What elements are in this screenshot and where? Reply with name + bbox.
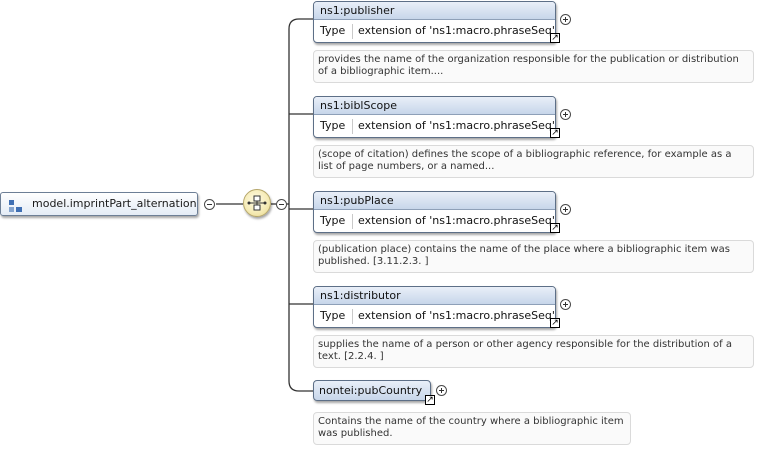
sequence-compositor-icon [247,195,267,211]
type-value: extension of 'ns1:macro.phraseSeq' [358,119,555,132]
element-name: ns1:pubPlace [314,192,555,210]
model-group-icon [9,200,23,212]
element-documentation: Contains the name of the country where a… [313,412,631,445]
collapse-group-button[interactable] [204,199,215,210]
expand-distributor-button[interactable] [560,299,571,310]
sequence-compositor[interactable] [243,189,271,217]
reference-arrow-icon[interactable]: ↗ [425,395,435,405]
type-key: Type [320,119,346,132]
element-type-row: Type extension of 'ns1:macro.phraseSeq' [314,20,555,42]
reference-arrow-icon[interactable]: ↗ [550,318,560,328]
element-type-row: Type extension of 'ns1:macro.phraseSeq' [314,305,555,327]
element-documentation: provides the name of the organization re… [313,50,754,83]
expand-pubcountry-button[interactable] [436,385,447,396]
element-name: ns1:publisher [314,2,555,20]
model-group-box[interactable]: model.imprintPart_alternation [0,192,198,216]
expand-biblscope-button[interactable] [560,109,571,120]
type-key: Type [320,309,346,322]
type-value: extension of 'ns1:macro.phraseSeq' [358,214,555,227]
reference-arrow-icon[interactable]: ↗ [550,223,560,233]
element-publisher[interactable]: ns1:publisher Type extension of 'ns1:mac… [313,1,556,43]
element-name: ns1:biblScope [314,97,555,115]
element-name: ns1:distributor [314,287,555,305]
type-value: extension of 'ns1:macro.phraseSeq' [358,24,555,37]
type-key: Type [320,24,346,37]
type-divider [352,214,353,229]
expand-publisher-button[interactable] [560,14,571,25]
element-type-row: Type extension of 'ns1:macro.phraseSeq' [314,210,555,232]
type-value: extension of 'ns1:macro.phraseSeq' [358,309,555,322]
expand-pubplace-button[interactable] [560,204,571,215]
type-divider [352,119,353,134]
element-biblscope[interactable]: ns1:biblScope Type extension of 'ns1:mac… [313,96,556,138]
reference-arrow-icon[interactable]: ↗ [550,128,560,138]
element-documentation: (scope of citation) defines the scope of… [313,145,754,178]
type-divider [352,309,353,324]
collapse-compositor-button[interactable] [276,199,287,210]
reference-arrow-icon[interactable]: ↗ [550,33,560,43]
element-type-row: Type extension of 'ns1:macro.phraseSeq' [314,115,555,137]
element-pubplace[interactable]: ns1:pubPlace Type extension of 'ns1:macr… [313,191,556,233]
element-documentation: (publication place) contains the name of… [313,240,754,273]
type-divider [352,24,353,39]
element-pubcountry[interactable]: nontei:pubCountry [313,380,431,401]
model-group-label: model.imprintPart_alternation [32,197,197,210]
element-distributor[interactable]: ns1:distributor Type extension of 'ns1:m… [313,286,556,328]
type-key: Type [320,214,346,227]
element-documentation: supplies the name of a person or other a… [313,335,754,368]
